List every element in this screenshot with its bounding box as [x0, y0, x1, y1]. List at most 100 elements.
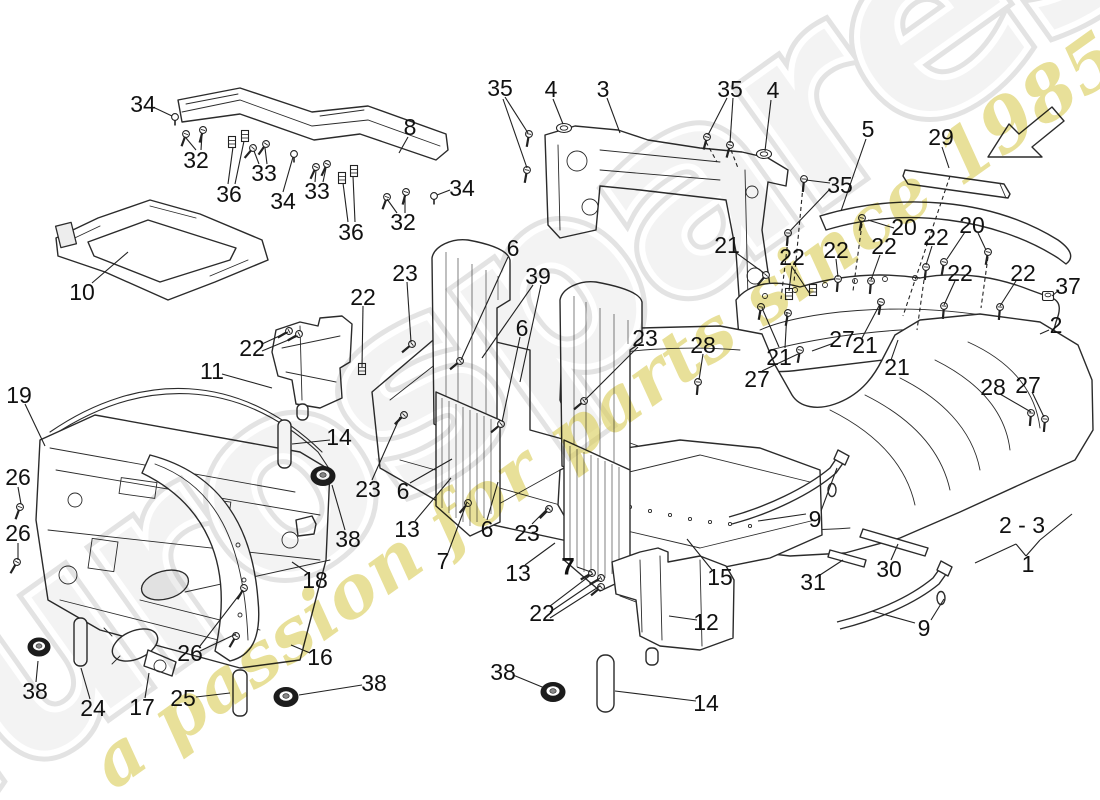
callout-label: 31	[800, 569, 826, 595]
screw-icon	[257, 140, 270, 156]
leader-line	[549, 585, 601, 619]
leader-line	[840, 138, 867, 212]
leader-line	[761, 353, 799, 372]
leader-line	[221, 373, 273, 389]
screw-icon	[320, 160, 331, 177]
callout-label: 22	[947, 260, 973, 286]
callout-label: 21	[714, 232, 740, 258]
leader-line	[729, 97, 734, 144]
callout-label: 35	[487, 75, 513, 101]
callout-label: 8	[404, 114, 417, 140]
screw-icon	[800, 175, 808, 193]
callout-label: 3	[597, 76, 610, 102]
leader-line	[614, 690, 697, 702]
leader-line	[871, 610, 916, 624]
part-38-grommet	[540, 682, 566, 702]
callout-label: 7	[437, 548, 450, 574]
screw-icon	[236, 584, 248, 600]
callout-label: 27	[744, 366, 770, 392]
leader-line	[291, 439, 331, 445]
screw-icon	[14, 503, 24, 520]
callout-label: 22	[923, 224, 949, 250]
callout-label: 6	[507, 235, 520, 261]
callout-label: 4	[545, 76, 558, 102]
leader-line	[185, 137, 197, 151]
leader-line	[757, 513, 807, 522]
leader-line	[290, 644, 311, 654]
callout-label: 20	[959, 212, 985, 238]
callout-label: 23	[632, 325, 658, 351]
leader-line	[253, 150, 260, 165]
callout-label: 6	[397, 478, 410, 504]
callout-label: 18	[302, 567, 328, 593]
leader-line	[199, 633, 237, 652]
callout-label: 7	[561, 554, 574, 581]
part-23-rail-left	[431, 239, 511, 537]
leader-line	[234, 140, 245, 185]
leader-line	[902, 175, 951, 317]
leader-line	[371, 416, 401, 481]
part-9-drain-hose-lower	[836, 560, 953, 630]
leader-line	[264, 147, 268, 165]
leader-line	[342, 182, 349, 223]
callout-label: 21	[852, 332, 878, 358]
callout-label: 38	[335, 526, 361, 552]
screw-icon	[449, 357, 464, 371]
callout-label: 29	[928, 124, 954, 150]
screw-icon	[757, 303, 765, 320]
callout-label: 13	[394, 516, 420, 542]
leader-line	[552, 98, 564, 125]
leader-line	[549, 573, 593, 607]
leader-line	[261, 331, 289, 345]
callout-label: 34	[130, 91, 156, 117]
callout-label: 36	[216, 181, 242, 207]
leader-line	[999, 393, 1032, 413]
part-3-support-bracket	[544, 125, 789, 313]
callout-label: 6	[481, 516, 494, 542]
leader-line	[941, 146, 950, 169]
leader-line	[811, 342, 835, 352]
leader-line	[890, 543, 899, 561]
callout-label: 27	[1015, 372, 1041, 398]
callout-label: 22	[823, 237, 849, 263]
part-12-bracket	[611, 547, 735, 666]
leader-line	[916, 272, 926, 331]
leader-line	[80, 667, 91, 700]
screw-icon	[180, 130, 190, 147]
leader-line	[501, 336, 521, 423]
leader-line	[195, 692, 231, 698]
screw-icon	[309, 163, 320, 180]
callout-label: 21	[766, 344, 792, 370]
part-11-bracket	[271, 315, 353, 421]
callout-label: 1	[1022, 551, 1035, 577]
leader-line	[512, 674, 548, 690]
leader-line	[414, 477, 452, 522]
grommet-ring-icon	[555, 122, 573, 134]
leader-line	[199, 589, 244, 647]
leader-line	[331, 484, 346, 531]
leader-line	[943, 280, 956, 306]
leader-line	[549, 577, 601, 613]
leader-line	[352, 175, 356, 223]
callout-label: 14	[693, 690, 719, 716]
leader-line	[980, 256, 989, 309]
leader-lines	[17, 96, 1073, 702]
part-38-grommet	[27, 637, 51, 657]
leader-line	[24, 403, 46, 447]
leader-line	[481, 284, 534, 359]
callout-label: 34	[449, 175, 475, 201]
leader-line	[154, 107, 173, 117]
part-25-tube	[232, 669, 248, 717]
leader-line	[805, 179, 831, 184]
part-30-strip	[859, 528, 929, 557]
callout-label: 13	[505, 560, 531, 586]
callout-label: 39	[525, 263, 551, 289]
part-16-rim	[141, 454, 260, 662]
leader-line	[436, 189, 451, 196]
clip-icon	[808, 283, 818, 297]
clip-icon	[240, 129, 250, 143]
leader-line	[144, 672, 150, 699]
leader-line	[314, 169, 317, 183]
screw-icon	[940, 258, 948, 275]
leader-line	[291, 561, 309, 574]
